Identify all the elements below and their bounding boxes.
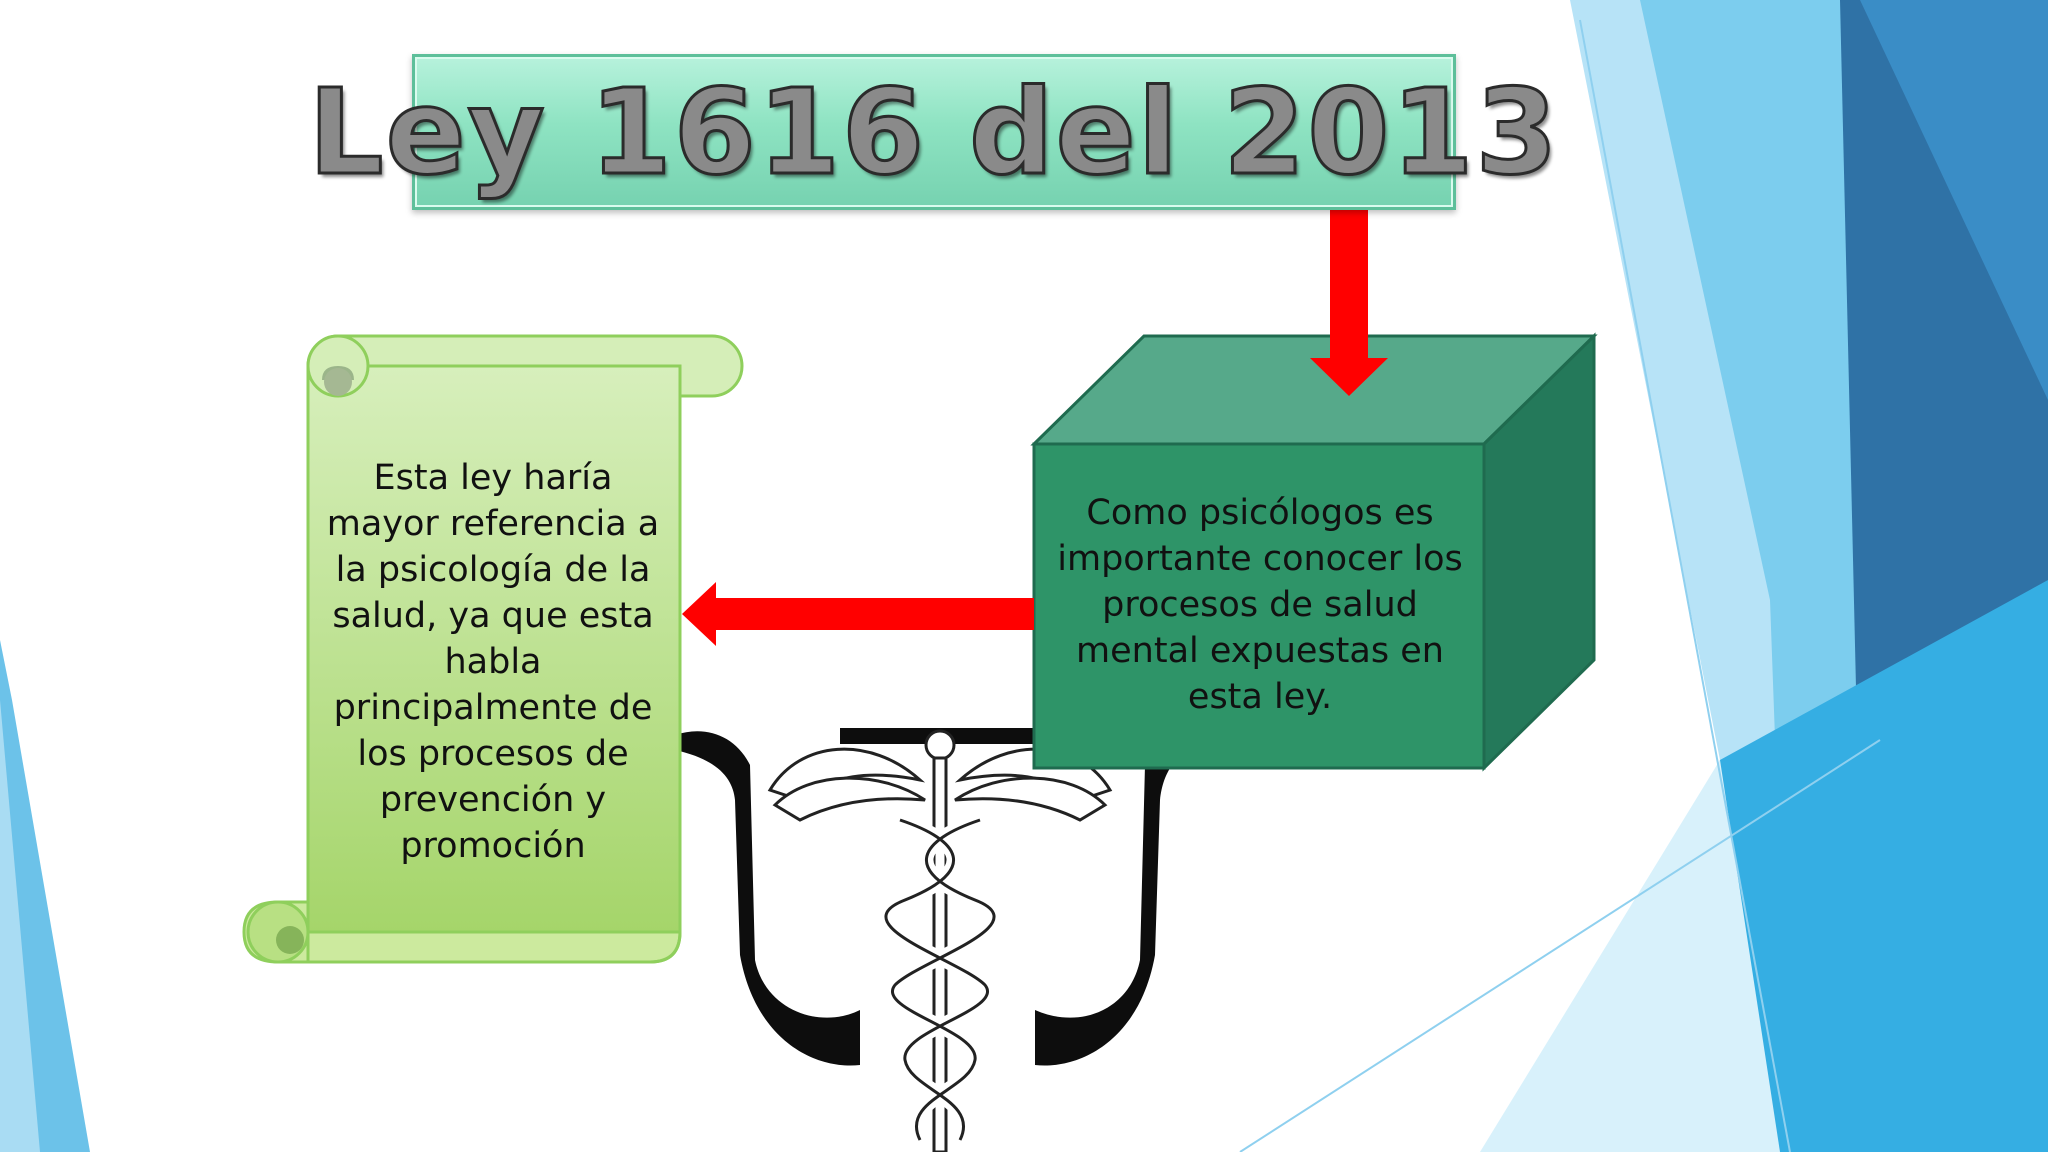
psi-caduceus-icon xyxy=(675,728,1190,1152)
title-box: Ley 1616 del 2013 xyxy=(307,54,1559,210)
bg-thin-line-1 xyxy=(1579,19,1791,1152)
right-note-text: Como psicólogos es importante conocer lo… xyxy=(1057,493,1463,717)
bg-thin-line-2 xyxy=(1239,739,1881,1152)
arrow-down xyxy=(1310,210,1388,396)
bg-facet-pale-bottom xyxy=(1480,760,1780,1152)
cube-front-face xyxy=(1032,442,1486,770)
cube-shape xyxy=(1030,332,1598,772)
arrow-left xyxy=(682,582,1034,646)
scroll-shape xyxy=(242,334,744,964)
bg-facet-left-pale xyxy=(0,700,40,1152)
left-note-text: Esta ley haría mayor referencia a la psi… xyxy=(326,458,660,866)
slide-title: Ley 1616 del 2013 xyxy=(307,62,1560,203)
bg-facet-blue-right xyxy=(1860,0,2048,400)
